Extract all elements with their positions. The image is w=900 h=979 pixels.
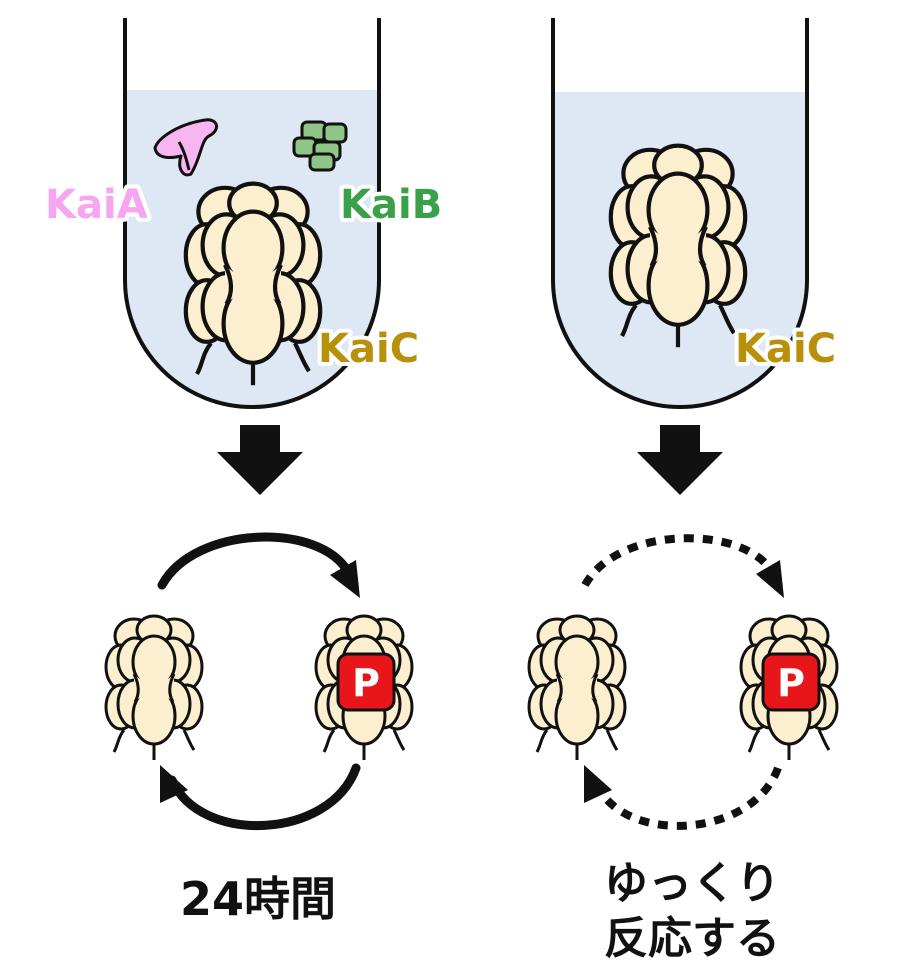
kaic-protein-icon [186, 184, 320, 386]
cycle-arrowhead-icon [584, 765, 612, 803]
kaic-label-right: KaiC [735, 326, 836, 372]
slow-cycle-arrow-top-icon [581, 534, 776, 588]
cycle-arrow-top-icon [157, 532, 353, 590]
phosphate-badge-icon: P [336, 652, 396, 712]
kaib-label: KaiB [340, 182, 442, 228]
kaic-unphosphorylated-icon [527, 614, 627, 762]
kaic-unphosphorylated-icon [104, 614, 204, 762]
cycle-caption-right-line1: ゆっくり [604, 858, 780, 909]
cycle-arrowhead-icon [160, 765, 188, 803]
kaia-protein-icon [153, 118, 218, 177]
phosphate-badge-label: P [352, 661, 380, 705]
cycle-caption-left: 24時間 [180, 872, 336, 926]
down-arrow-icon [217, 425, 303, 495]
kaib-protein-icon [292, 120, 348, 172]
kaia-label: KaiA [45, 182, 148, 228]
phosphate-badge-label: P [777, 661, 805, 705]
kaic-label-left: KaiC [318, 326, 419, 372]
down-arrow-icon [637, 425, 723, 495]
phosphate-badge-icon: P [761, 652, 821, 712]
cycle-caption-right-line2: 反応する [604, 913, 780, 964]
kaic-protein-icon [611, 146, 745, 348]
cycle-arrowhead-icon [756, 560, 784, 598]
cycle-arrow-bottom-icon [167, 763, 361, 831]
slow-cycle-arrow-bottom-icon [592, 766, 782, 830]
cycle-arrowhead-icon [330, 560, 360, 598]
